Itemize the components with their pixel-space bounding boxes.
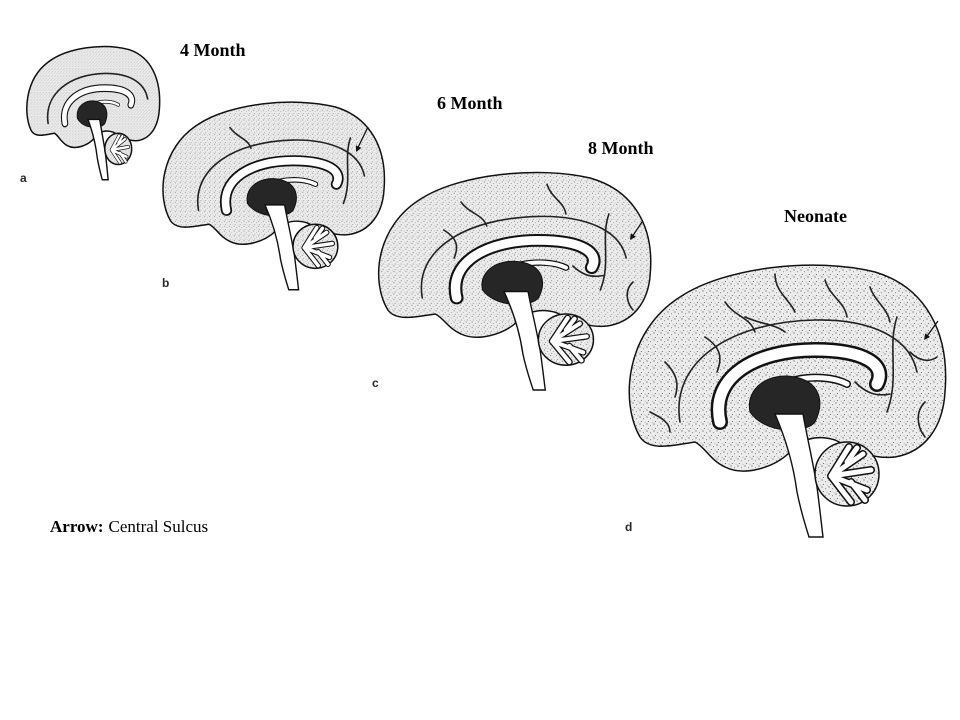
sulcus	[573, 266, 603, 276]
brainstem	[88, 119, 108, 179]
sulcus	[825, 280, 847, 317]
sulcus	[343, 138, 350, 204]
arrow-shaft	[356, 126, 369, 149]
sulcus	[650, 412, 670, 432]
sulcus	[855, 382, 890, 395]
arrow-head	[924, 333, 930, 340]
stage-label-4-month: 4 Month	[180, 40, 246, 60]
cerebrum	[27, 47, 160, 148]
brainstem	[504, 292, 545, 390]
sulcus	[870, 287, 890, 322]
legend: Arrow:Central Sulcus	[50, 517, 208, 537]
legend-marker-label: Arrow:	[50, 517, 104, 536]
sulcus	[887, 317, 897, 412]
sulcus	[421, 216, 626, 298]
arrow-head	[355, 145, 362, 152]
arrow-head	[630, 233, 636, 240]
arrow-shaft	[925, 320, 939, 338]
arrow-icon	[355, 126, 369, 152]
sulcus	[775, 274, 795, 312]
sulcus	[705, 337, 720, 372]
sulcus	[48, 73, 148, 123]
cerebrum	[629, 265, 945, 471]
brain-6-month	[163, 102, 384, 290]
stage-label-8-month: 8 Month	[588, 138, 654, 158]
sulcus	[444, 230, 457, 258]
sulcus	[461, 202, 487, 226]
arrow-icon	[630, 221, 643, 240]
arbor-vitae	[302, 225, 334, 268]
corpus-callosum	[450, 236, 599, 303]
sulcus	[745, 317, 785, 332]
sulcus	[627, 282, 633, 310]
corpus-callosum	[221, 156, 342, 215]
panel-label-b: b	[162, 276, 170, 290]
sulcus	[547, 184, 566, 214]
brain-8-month	[379, 172, 651, 390]
panel-label-c: c	[372, 376, 379, 390]
panel-label-a: a	[20, 171, 27, 185]
arrow-icon	[924, 320, 939, 340]
arrow-shaft	[631, 221, 643, 238]
sulcus	[910, 352, 937, 360]
arbor-vitae	[828, 444, 874, 505]
panel-label-d: d	[625, 520, 633, 534]
legend-text: Central Sulcus	[108, 517, 209, 536]
sulcus	[600, 214, 609, 290]
sulcus	[725, 302, 755, 332]
arbor-vitae	[110, 134, 130, 164]
cerebrum	[163, 102, 384, 244]
sulcus	[918, 402, 925, 437]
sulcus	[198, 140, 365, 210]
sulcus	[665, 362, 677, 397]
sulcus	[230, 128, 251, 149]
brainstem	[775, 414, 823, 537]
brainstem	[265, 205, 299, 290]
stage-label-neonate: Neonate	[784, 206, 847, 226]
brain-4-month	[27, 47, 160, 180]
stage-label-6-month: 6 Month	[437, 93, 503, 113]
corpus-callosum	[713, 344, 885, 428]
sulcus	[679, 320, 917, 422]
corpus-callosum	[62, 85, 135, 127]
arbor-vitae	[550, 316, 589, 365]
cerebrum	[379, 172, 651, 337]
brain-neonate	[629, 265, 945, 537]
